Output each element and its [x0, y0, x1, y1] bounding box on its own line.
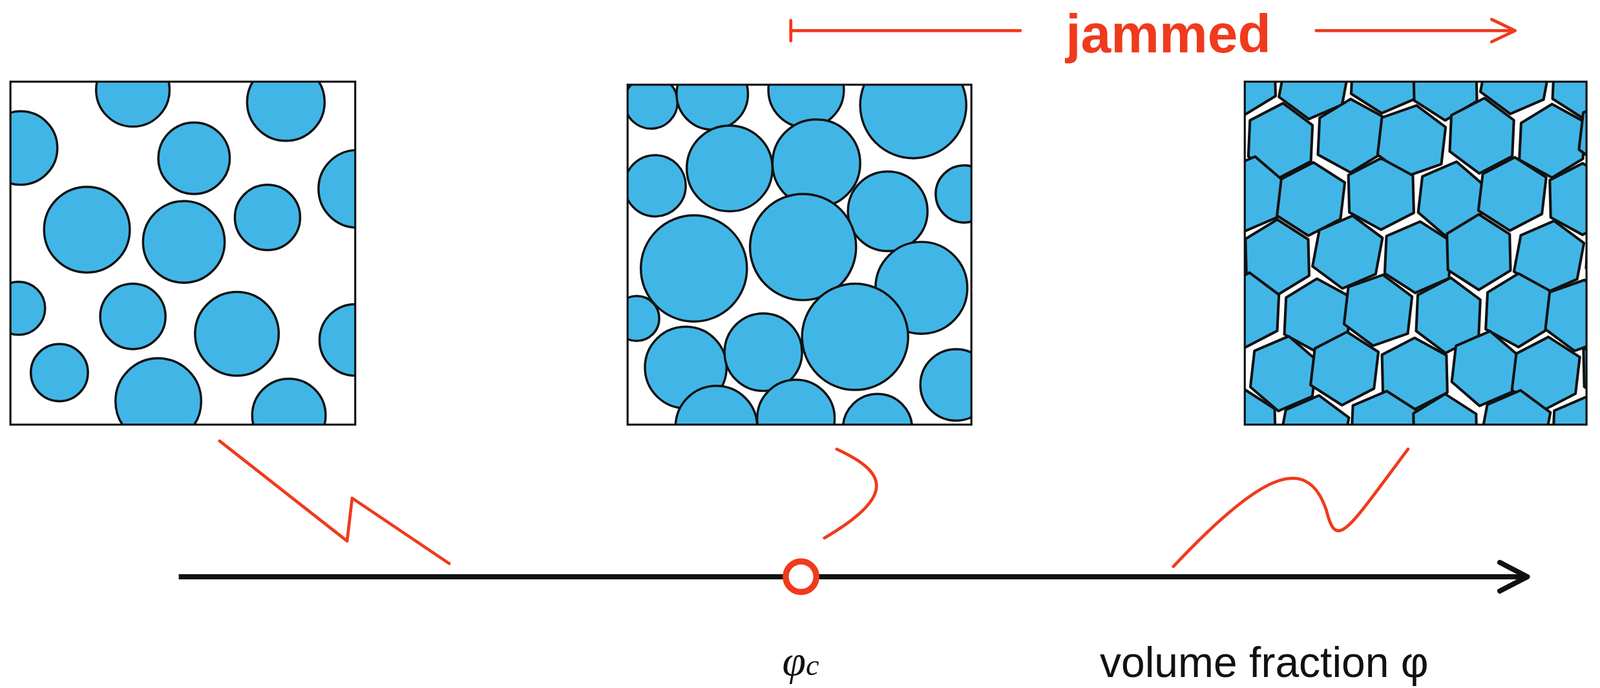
panel-frame: [10, 81, 356, 424]
compressed-particles: [1244, 81, 1587, 424]
deformed-particle: [1244, 388, 1276, 424]
deformed-particle: [1446, 214, 1511, 291]
dilute-particles: [10, 81, 356, 424]
deformed-particle: [1480, 390, 1551, 425]
critical-fraction-label: φc: [782, 639, 820, 682]
deformed-particle: [1578, 100, 1587, 172]
jammed-particles: [627, 84, 972, 425]
axis-arrow: [178, 562, 1528, 591]
deformed-particle: [1278, 395, 1349, 425]
panel-frame: [627, 84, 972, 425]
deformed-particle: [1244, 272, 1279, 349]
leader-squiggle: [219, 440, 1409, 567]
axis-label: volume fraction φ: [1099, 640, 1429, 684]
deformed-particle: [1413, 393, 1477, 424]
deformed-particle: [1552, 396, 1588, 425]
panel-frame: [1244, 81, 1587, 424]
deformed-particle: [1351, 390, 1418, 425]
critical-point-marker: [785, 560, 817, 592]
range-label: jammed: [1065, 6, 1271, 61]
deformed-particle: [1310, 331, 1379, 405]
